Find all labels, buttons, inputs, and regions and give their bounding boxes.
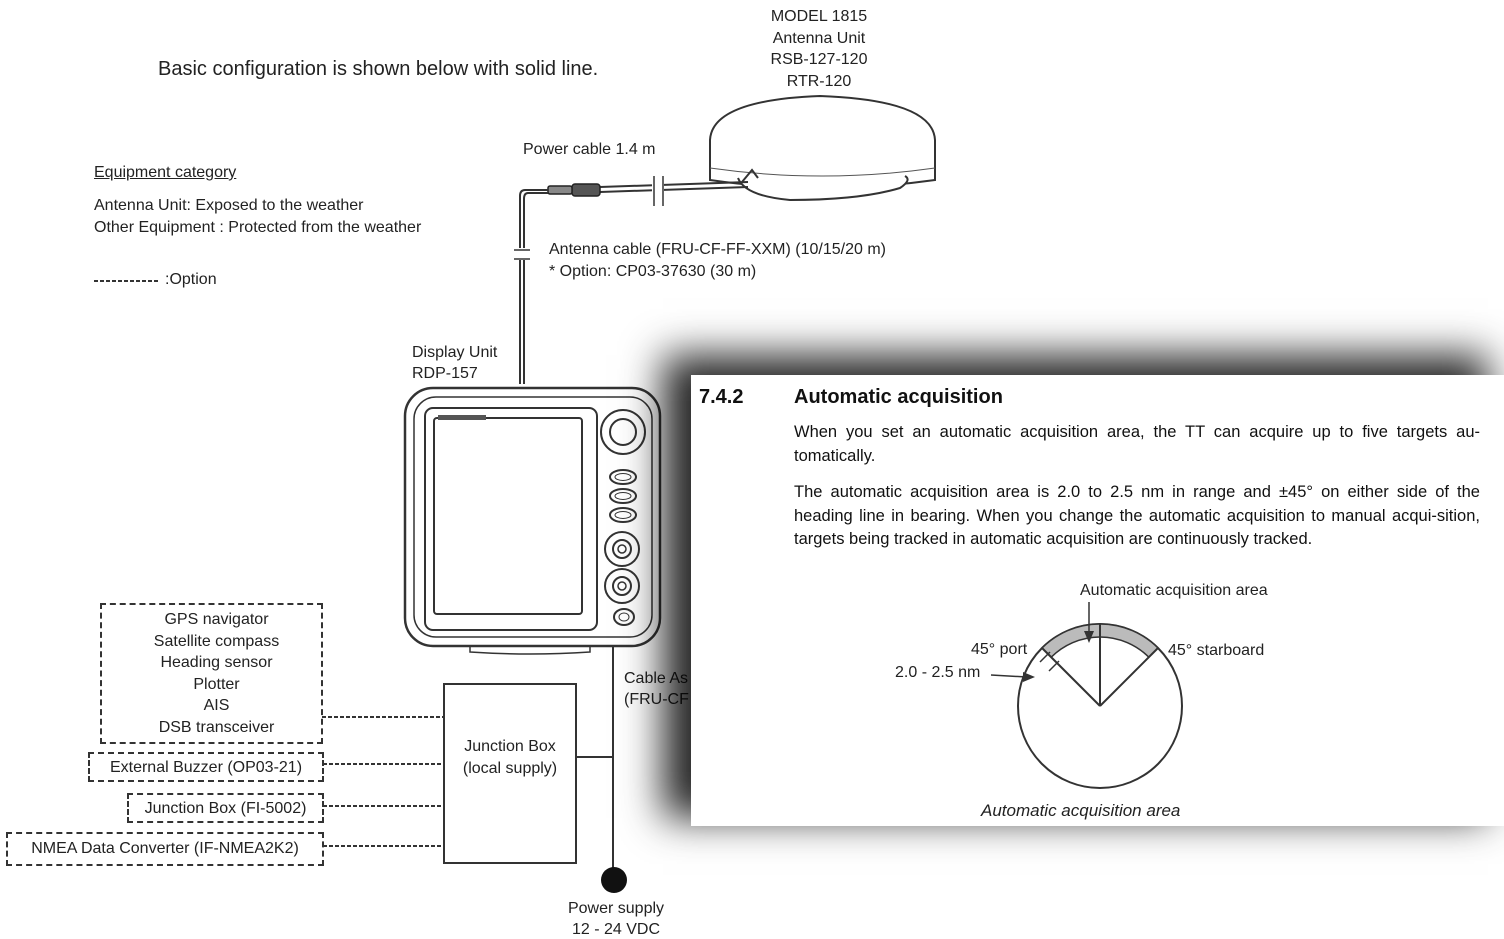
- section-number: 7.4.2: [699, 386, 744, 408]
- sensor-item: AIS: [203, 697, 230, 715]
- power-supply-label: Power supply: [567, 900, 665, 917]
- sensors-list: GPS navigator Satellite compass Heading …: [100, 609, 333, 739]
- antenna-cable-option: * Option: CP03-37630 (30 m): [549, 263, 757, 280]
- junction-box-local: [443, 683, 577, 864]
- area-arrow-head: [1084, 631, 1094, 643]
- supply-cable-drawing: [576, 646, 627, 893]
- power-cable-drawing: [514, 176, 749, 384]
- range-tick-1: [1039, 651, 1051, 663]
- sensor-item: Plotter: [193, 675, 240, 693]
- antenna-cable-label: Antenna cable (FRU-CF-FF-XXM) (10/15/20 …: [549, 241, 886, 258]
- area-label: Automatic acquisition area: [1080, 582, 1268, 599]
- sensor-item: Satellite compass: [153, 632, 280, 650]
- sensor-item: DSB transceiver: [158, 718, 275, 736]
- range-label: 2.0 - 2.5 nm: [895, 664, 981, 681]
- paragraph-2: The automatic acquisition area is 2.0 to…: [794, 483, 1480, 548]
- legend-line-1: Antenna Unit: Exposed to the weather: [94, 197, 364, 214]
- legend-heading: Equipment category: [94, 164, 237, 181]
- sensors-box: [100, 603, 323, 744]
- acquisition-area-figure: [990, 602, 1183, 789]
- sensor-item: GPS navigator: [164, 611, 269, 628]
- port-label: 45° port: [971, 641, 1028, 658]
- cable-assy-part: (FRU-CF: [624, 691, 689, 708]
- paragraph-1: When you set an automatic acquisition ar…: [794, 423, 1480, 465]
- legend-option-label: :Option: [165, 271, 217, 288]
- range-tick-2: [1048, 660, 1060, 672]
- junction-box-local-sub: (local supply): [462, 760, 558, 777]
- figure-caption: Automatic acquisition area: [981, 801, 1181, 820]
- antenna-unit-drawing: [709, 94, 936, 202]
- display-unit-drawing: [403, 386, 662, 655]
- range-arrow-head: [1023, 672, 1035, 682]
- display-unit-model: RDP-157: [412, 365, 478, 382]
- nmea-converter-label: NMEA Data Converter (IF-NMEA2K2): [31, 840, 299, 857]
- section-title: Automatic acquisition: [794, 386, 1003, 408]
- junction-box-fi-box: [127, 793, 324, 823]
- external-buzzer-label: External Buzzer (OP03-21): [109, 759, 303, 776]
- cable-assy-label: Cable As: [624, 670, 689, 687]
- power-cable-label: Power cable 1.4 m: [523, 141, 656, 158]
- antenna-part-1: RSB-127-120: [770, 51, 868, 69]
- junction-box-local-label: Junction Box: [464, 738, 556, 755]
- port-limit-line: [1041, 647, 1101, 707]
- display-unit-label: Display Unit: [412, 344, 498, 361]
- antenna-label: MODEL 1815 Antenna Unit RSB-127-120 RTR-…: [744, 6, 894, 92]
- manual-page-panel: 7.4.2 Automatic acquisition When you set…: [691, 375, 1504, 826]
- intro-text: Basic configuration is shown below with …: [158, 58, 599, 80]
- external-buzzer-box: [88, 752, 324, 782]
- junction-box-fi-label: Junction Box (FI-5002): [144, 800, 307, 817]
- legend-line-2: Other Equipment : Protected from the wea…: [94, 219, 422, 236]
- option-connectors: [322, 716, 443, 847]
- starboard-label: 45° starboard: [1168, 642, 1265, 659]
- range-pointer: [990, 674, 1028, 678]
- nmea-converter-box: [6, 832, 324, 866]
- starboard-limit-line: [1099, 647, 1159, 707]
- power-supply-voltage: 12 - 24 VDC: [571, 921, 661, 938]
- antenna-part-2: RTR-120: [786, 72, 852, 90]
- sensor-item: Heading sensor: [160, 654, 273, 672]
- power-supply-terminal: [601, 867, 627, 893]
- antenna-type: Antenna Unit: [772, 29, 866, 47]
- antenna-model: MODEL 1815: [770, 8, 868, 25]
